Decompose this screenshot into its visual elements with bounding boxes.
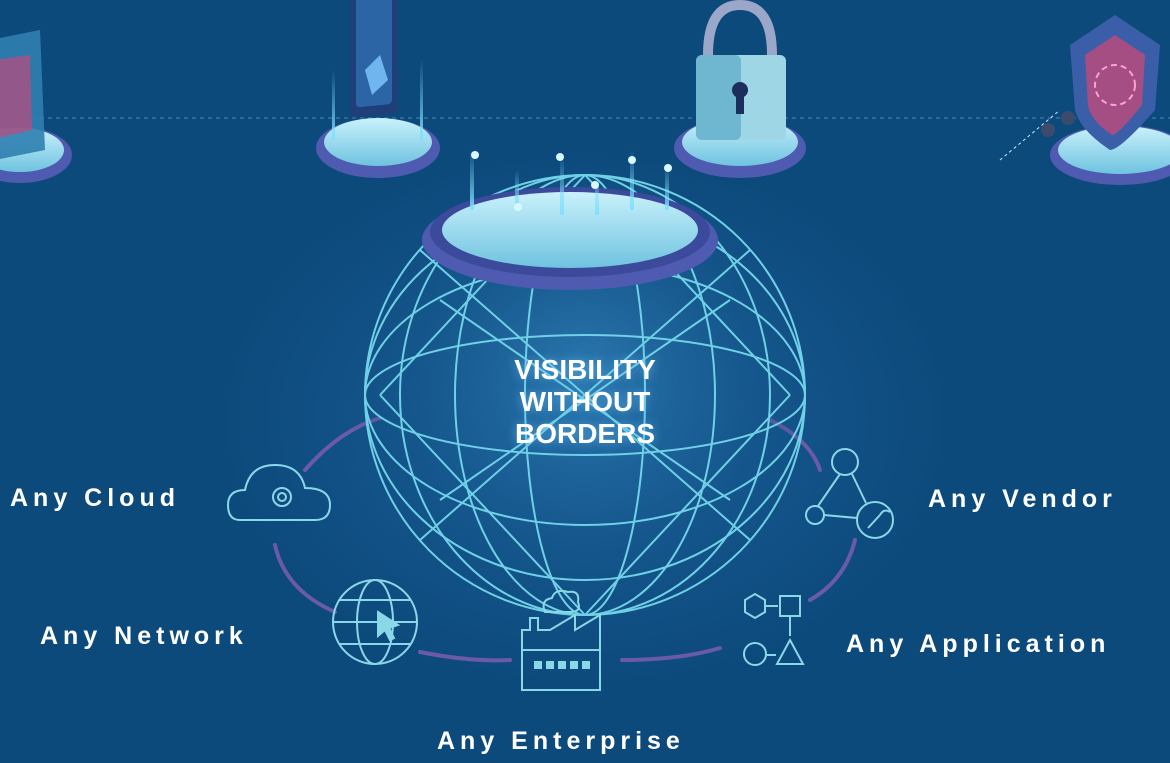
pedestal-padlock bbox=[674, 0, 806, 178]
hero-title-line-3: BORDERS bbox=[514, 418, 655, 449]
central-portal bbox=[422, 150, 718, 290]
label-any-vendor: Any Vendor bbox=[928, 485, 1117, 513]
pedestal-shield bbox=[999, 15, 1170, 185]
label-any-cloud: Any Cloud bbox=[10, 484, 180, 512]
flowchart-icon bbox=[743, 592, 805, 666]
network-wrench-icon bbox=[805, 448, 894, 539]
hero-title-line-2: WITHOUT bbox=[519, 386, 651, 417]
pedestal-mobile bbox=[316, 0, 440, 178]
hero-title-line-1: VISIBILITY bbox=[514, 354, 656, 385]
label-any-enterprise: Any Enterprise bbox=[437, 727, 685, 755]
pedestal-dashboard bbox=[0, 30, 72, 183]
label-any-network: Any Network bbox=[40, 622, 248, 650]
label-any-application: Any Application bbox=[846, 630, 1111, 658]
cloud-gear-icon bbox=[226, 463, 332, 521]
globe-cursor-icon bbox=[332, 579, 418, 665]
factory-icon bbox=[521, 589, 601, 691]
